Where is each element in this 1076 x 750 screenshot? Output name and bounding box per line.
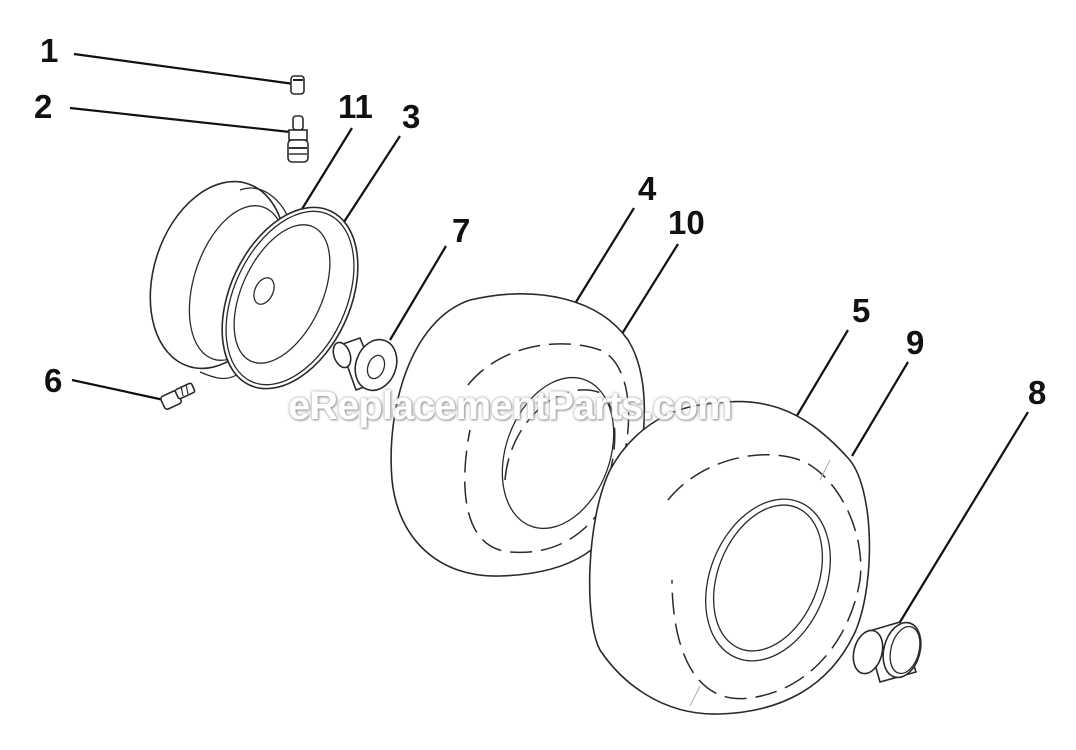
callout-8: 8 [1028,374,1047,411]
watermark: eReplacementParts.com [288,384,733,428]
valve-stem-part [287,115,309,163]
rear-tire-part [588,400,871,715]
valve-cap-part [290,75,305,95]
hub-cap-part [852,621,922,683]
callout-1: 1 [40,32,59,69]
callout-7: 7 [452,212,471,249]
callout-5: 5 [852,292,871,329]
callout-3: 3 [402,98,421,135]
front-tire-part [390,293,646,577]
callout-11: 11 [338,88,373,125]
callout-2: 2 [34,88,53,125]
flanged-bushing-part [332,336,398,392]
callout-6: 6 [44,362,63,399]
callout-10: 10 [668,204,705,241]
leader-lines [69,52,1029,623]
callout-9: 9 [906,324,925,361]
wheel-rim-part [149,180,359,390]
grease-fitting-part [160,382,196,410]
callout-4: 4 [638,170,657,207]
